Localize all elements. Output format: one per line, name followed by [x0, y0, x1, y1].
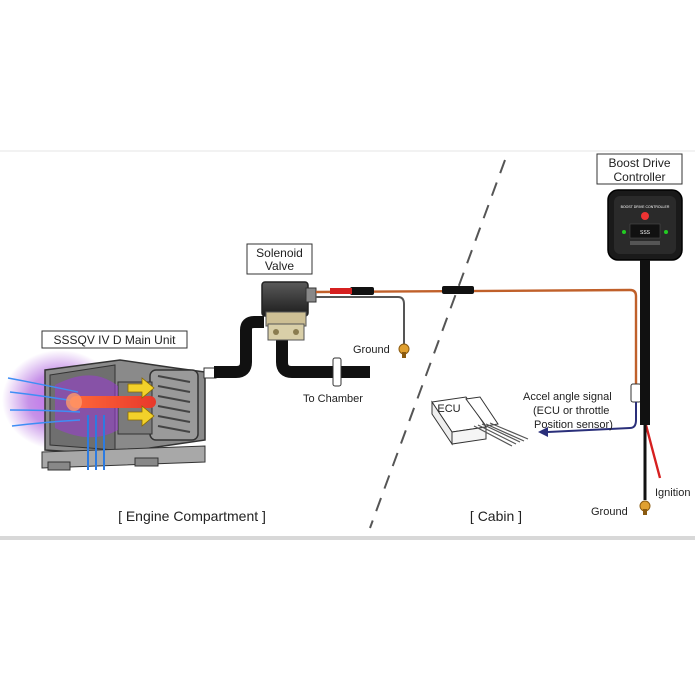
boost-drive-controller: BOOST DRIVE CONTROLLER SSS — [607, 189, 683, 425]
ground-label-solenoid: Ground — [353, 344, 390, 356]
ground-terminal-solenoid — [398, 343, 410, 358]
ground-wire-solenoid — [316, 296, 405, 344]
yellow-arrow-top — [127, 377, 155, 399]
engine-compartment-label: [ Engine Compartment ] — [118, 508, 266, 524]
ground-terminal-controller — [639, 500, 651, 515]
ecu-box — [431, 396, 529, 447]
chamber-fitting — [332, 357, 342, 387]
to-chamber-label: To Chamber — [303, 393, 363, 405]
solenoid-label-box — [246, 243, 313, 275]
vacuum-hose-to-unit — [214, 316, 264, 378]
cabin-label: [ Cabin ] — [470, 508, 522, 524]
yellow-arrow-bottom — [127, 405, 155, 427]
ignition-wire — [644, 424, 662, 479]
solenoid-label-line1: Solenoid — [256, 246, 303, 260]
controller-label-line2: Controller — [613, 170, 665, 184]
ground-label-controller: Ground — [591, 506, 628, 518]
bottom-divider — [0, 536, 695, 540]
orange-power-wire — [315, 288, 638, 390]
flame-rod — [70, 396, 156, 408]
device-brand-text: BOOST DRIVE CONTROLLER — [621, 205, 670, 209]
compartment-divider — [369, 159, 506, 529]
main-unit-label-box — [41, 330, 188, 349]
controller-label-line1: Boost Drive — [608, 156, 670, 170]
signal-arrowhead — [538, 427, 548, 437]
ignition-label: Ignition — [655, 487, 690, 499]
accel-signal-line1: Accel angle signal — [523, 391, 612, 403]
main-unit-label: SSSQV IV D Main Unit — [53, 333, 176, 347]
device-plate-text: SSS — [640, 230, 651, 236]
solenoid-label-line2: Valve — [265, 259, 294, 273]
accel-signal-line2: (ECU or throttle — [533, 405, 609, 417]
ecu-label: ECU — [437, 403, 460, 415]
main-unit-illustration — [2, 350, 206, 471]
vacuum-hose-to-chamber — [276, 338, 370, 378]
controller-label-box — [596, 153, 683, 185]
controller-red-led — [641, 212, 649, 220]
accel-signal-line3: Position sensor) — [534, 419, 613, 431]
solenoid-valve — [261, 281, 317, 341]
